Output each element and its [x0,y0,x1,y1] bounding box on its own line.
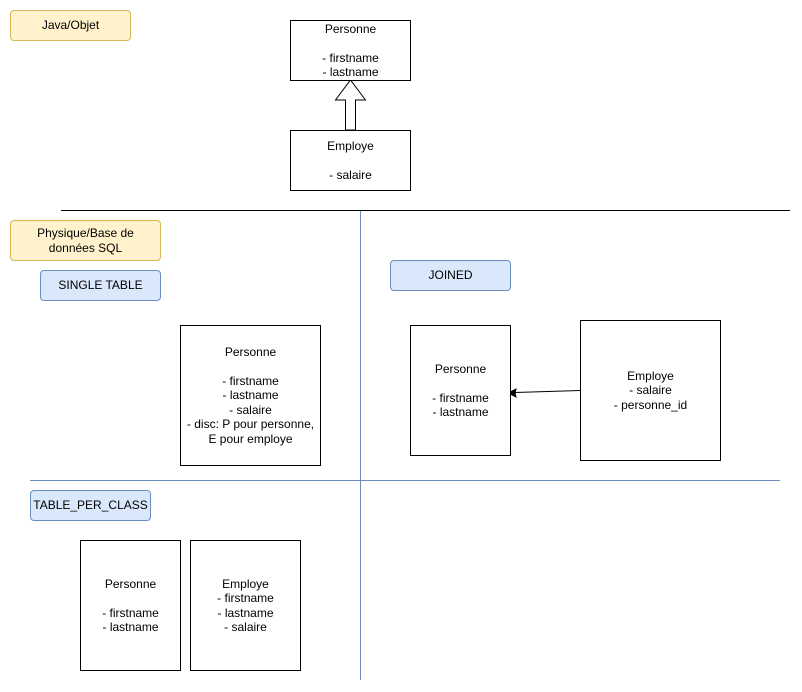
joined-personne-box[interactable]: Personne - firstname - lastname [410,325,511,456]
java-objet-label-text: Java/Objet [41,18,100,32]
java-objet-label: Java/Objet [10,10,131,41]
joined-employe-title: Employe [627,368,674,383]
single-table-personne-field: - salaire [229,402,272,417]
inheritance-arrow [334,79,367,131]
single-table-personne-field: E pour employe [208,431,293,446]
java-personne-title: Personne [324,21,377,36]
tpc-employe-field: - salaire [224,620,267,634]
joined-employe-field: - salaire [629,383,672,398]
table-per-class-label-text: TABLE_PER_CLASS [33,498,148,512]
foreign-key-arrow-head [506,388,517,398]
joined-personne-title: Personne [434,361,487,376]
single-table-personne-field: - lastname [222,388,279,403]
joined-label-text: JOINED [428,268,473,282]
joined-employe-box[interactable]: Employe - salaire - personne_id [580,320,721,461]
joined-personne-field: - lastname [432,405,489,419]
single-table-personne-title: Personne [224,344,277,359]
tpc-employe-box[interactable]: Employe - firstname - lastname - salaire [190,540,301,671]
java-personne-class-box[interactable]: Personne - firstname - lastname [290,20,411,81]
java-employe-class-box[interactable]: Employe - salaire [290,130,411,191]
single-table-personne-field: - disc: P pour personne, [186,417,315,432]
physique-sql-label-line1: Physique/Base de [37,225,134,240]
physique-sql-label-line2: données SQL [48,240,123,255]
table-per-class-label: TABLE_PER_CLASS [30,490,151,521]
tpc-personne-title: Personne [104,576,157,591]
tpc-employe-field: - firstname [217,591,274,605]
joined-employe-field: - personne_id [613,397,688,412]
single-table-label-text: SINGLE TABLE [58,278,143,292]
java-personne-field: - lastname [322,65,379,79]
single-table-personne-field: - firstname [222,373,279,388]
tpc-employe-title: Employe [222,576,269,591]
joined-label: JOINED [390,260,511,291]
java-personne-field: - firstname [322,50,379,65]
tpc-personne-field: - lastname [102,620,159,634]
single-table-personne-box[interactable]: Personne - firstname - lastname - salair… [180,325,321,466]
java-employe-field: - salaire [329,167,372,182]
tpc-personne-field: - firstname [102,605,159,620]
foreign-key-arrow-line [514,390,581,393]
tpc-employe-field: - lastname [217,605,274,620]
joined-personne-field: - firstname [432,390,489,405]
java-employe-title: Employe [327,138,374,153]
physique-sql-label: Physique/Base de données SQL [10,220,161,261]
single-table-label: SINGLE TABLE [40,270,161,301]
tpc-personne-box[interactable]: Personne - firstname - lastname [80,540,181,671]
